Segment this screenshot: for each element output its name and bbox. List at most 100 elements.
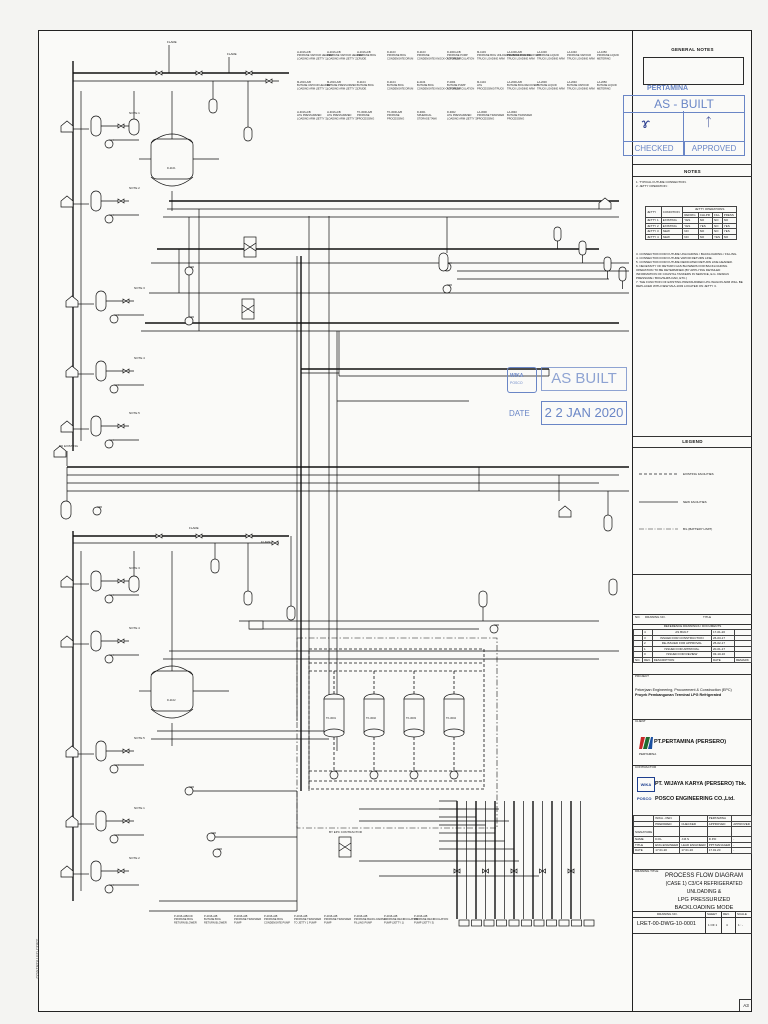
pump-icon (104, 654, 114, 664)
equipment-label: TO JETTY 1 PUMP (294, 920, 317, 924)
equipment-label: METERING (597, 86, 611, 90)
equipment-label: PROPANE PUMP (447, 53, 468, 57)
scale-label: SCALE (737, 912, 747, 916)
equipment-label: BUTANE BOG (204, 917, 221, 921)
equipment-label: PROPANE VAPOUR (567, 53, 591, 57)
equipment-label: H-2016-A/B (357, 50, 371, 54)
pump-icon (109, 764, 119, 774)
equipment-label: H-3016-A/B (297, 110, 311, 114)
contractor-label: CONTRACTOR (635, 765, 657, 769)
note-line: INFORMATION OF COASTAL TANKERS IN SERVIC… (636, 272, 729, 276)
pump-icon (206, 832, 216, 842)
valve-icon (155, 70, 163, 76)
ref-caption: REFERENCE DRAWINGS / DOCUMENTS (663, 624, 722, 628)
drum-icon (90, 415, 102, 437)
valve-icon (195, 533, 203, 539)
valve-icon (117, 578, 125, 584)
notes-list-a: 1. TYPICAL FUTURE CONNECTION.2. JETTY OP… (636, 180, 750, 188)
equipment-label: CONDENSATE DRUM (387, 56, 413, 60)
pump-icon (184, 786, 194, 796)
offpage-connector-icon (65, 815, 79, 828)
equipment-label: PROCESSING (477, 116, 494, 120)
equipment-label: LOADING ARM (JETTY 3) (447, 116, 478, 120)
note-line: 3. CONNECTION FOR FUTURE UNLOADING / BAC… (636, 252, 738, 256)
note-line: OPERATION TO BE DETERMINED (BY APPLYING … (636, 268, 721, 272)
pump-icon (104, 139, 114, 149)
note-line: 2. JETTY OPERATION : (636, 184, 669, 188)
equipment-label: H-3016-A/B (327, 110, 341, 114)
note-line: 7. THE FUNCTION OF EXISTING PRESSURIZED … (636, 280, 743, 284)
size-code: A3 (739, 999, 752, 1011)
side-text: CONTROLLED COPY (34, 938, 40, 979)
client-sub: PERTAMINA (639, 752, 657, 756)
equipment-label: BUTANE VAPOUR HEADER (297, 83, 330, 87)
equipment-label: P-2016-A/B (264, 914, 278, 918)
equipment-label: D-2104 (387, 80, 396, 84)
drawing-title-section: DRAWING TITLE PROCESS FLOW DIAGRAM (CASE… (633, 869, 752, 912)
drum-icon (90, 115, 102, 137)
drum-icon (243, 590, 253, 606)
stamp-mid-title: AS BUILT (541, 367, 627, 391)
equipment-label: H-2016-A/B (297, 50, 311, 54)
pipe-line (243, 242, 257, 252)
reference-section: NO. DRAWING NO. TITLE (633, 574, 752, 625)
battery-limit-box (296, 637, 498, 829)
flare-label: FLARE (261, 540, 271, 544)
equipment-label: PROPANE BOG (264, 917, 283, 921)
equipment-label: LA-3040 (507, 110, 517, 114)
equipment-label: LOADING ARM (JETTY 2) (327, 86, 358, 90)
outlet-connector-icon (521, 919, 532, 927)
pump-icon (442, 284, 452, 294)
pump-icon (329, 770, 339, 780)
drawing-title-1: PROCESS FLOW DIAGRAM (664, 873, 743, 879)
rev-desc: ISSUED FOR CONSTRUCTION (651, 634, 713, 641)
equipment-label: PROCESSING/TRUCK (477, 86, 504, 90)
tank-label: TK-3001 (326, 716, 337, 720)
equipment-label: LA-1050 (597, 50, 607, 54)
equipment-label: PROPANE BOG UNLOADING/BACKLOADING (477, 53, 532, 57)
equipment-label: LA-3000 (477, 110, 487, 114)
equipment-label: PROPANE TRANSFER (477, 113, 504, 117)
drum-icon (210, 558, 220, 574)
equipment-label: LPG (477, 83, 482, 87)
tank-icon (363, 698, 385, 734)
offpage-connector-icon (65, 745, 79, 758)
signature-cell (679, 826, 708, 837)
tank-label: TK-3003 (406, 716, 417, 720)
drum-icon (478, 590, 488, 608)
signature-cell: LEAD ENGINEER (679, 841, 708, 848)
pump-icon (449, 770, 459, 780)
contractor-2: POSCO ENGINEERING CO.,Ltd. (655, 796, 735, 802)
tank-label: TK-3002 (366, 716, 377, 720)
equipment-label: PROPANE BOG (174, 917, 193, 921)
sheet-value: 1 OF 1 (708, 923, 718, 927)
equipment-label: E-2104 (417, 80, 426, 84)
offpage-connector-icon (60, 635, 74, 648)
valve-icon (453, 868, 461, 874)
equipment-label: LOADING ARM (JETTY 1) (297, 56, 328, 60)
stamp-mid-date: 2 2 JAN 2020 (541, 401, 627, 425)
equipment-label: TRUCK LOADING ARM (567, 86, 595, 90)
signature-cell: ENG.ENGINEER (653, 841, 681, 848)
drum-icon (128, 118, 140, 136)
equipment-label: PUMP (234, 920, 242, 924)
pump-icon (109, 834, 119, 844)
equipment-label: CRUDE (357, 86, 366, 90)
drum-icon (578, 240, 587, 256)
equipment-label: LPG PRESSURIZED (327, 113, 351, 117)
pipe-line (150, 176, 194, 187)
note-line: REPLACED WITH NEW MLA-1003 LOCATED ON JE… (636, 284, 717, 288)
contractor-1: PT. WIJAYA KARYA (PERSERO) Tbk. (655, 781, 747, 787)
stamp-mid-sub: POSCO (510, 381, 523, 385)
equipment-label: BUTANE BOG RECOVERY (507, 83, 539, 87)
tank-bottom-icon (443, 728, 465, 738)
equipment-label: M-2016-A/B (327, 80, 341, 84)
signature-cell: - (731, 847, 752, 854)
offpage-connector-icon (60, 420, 74, 433)
notes-list-b: 3. CONNECTION FOR FUTURE UNLOADING / BAC… (636, 252, 750, 288)
pump-icon (369, 770, 379, 780)
